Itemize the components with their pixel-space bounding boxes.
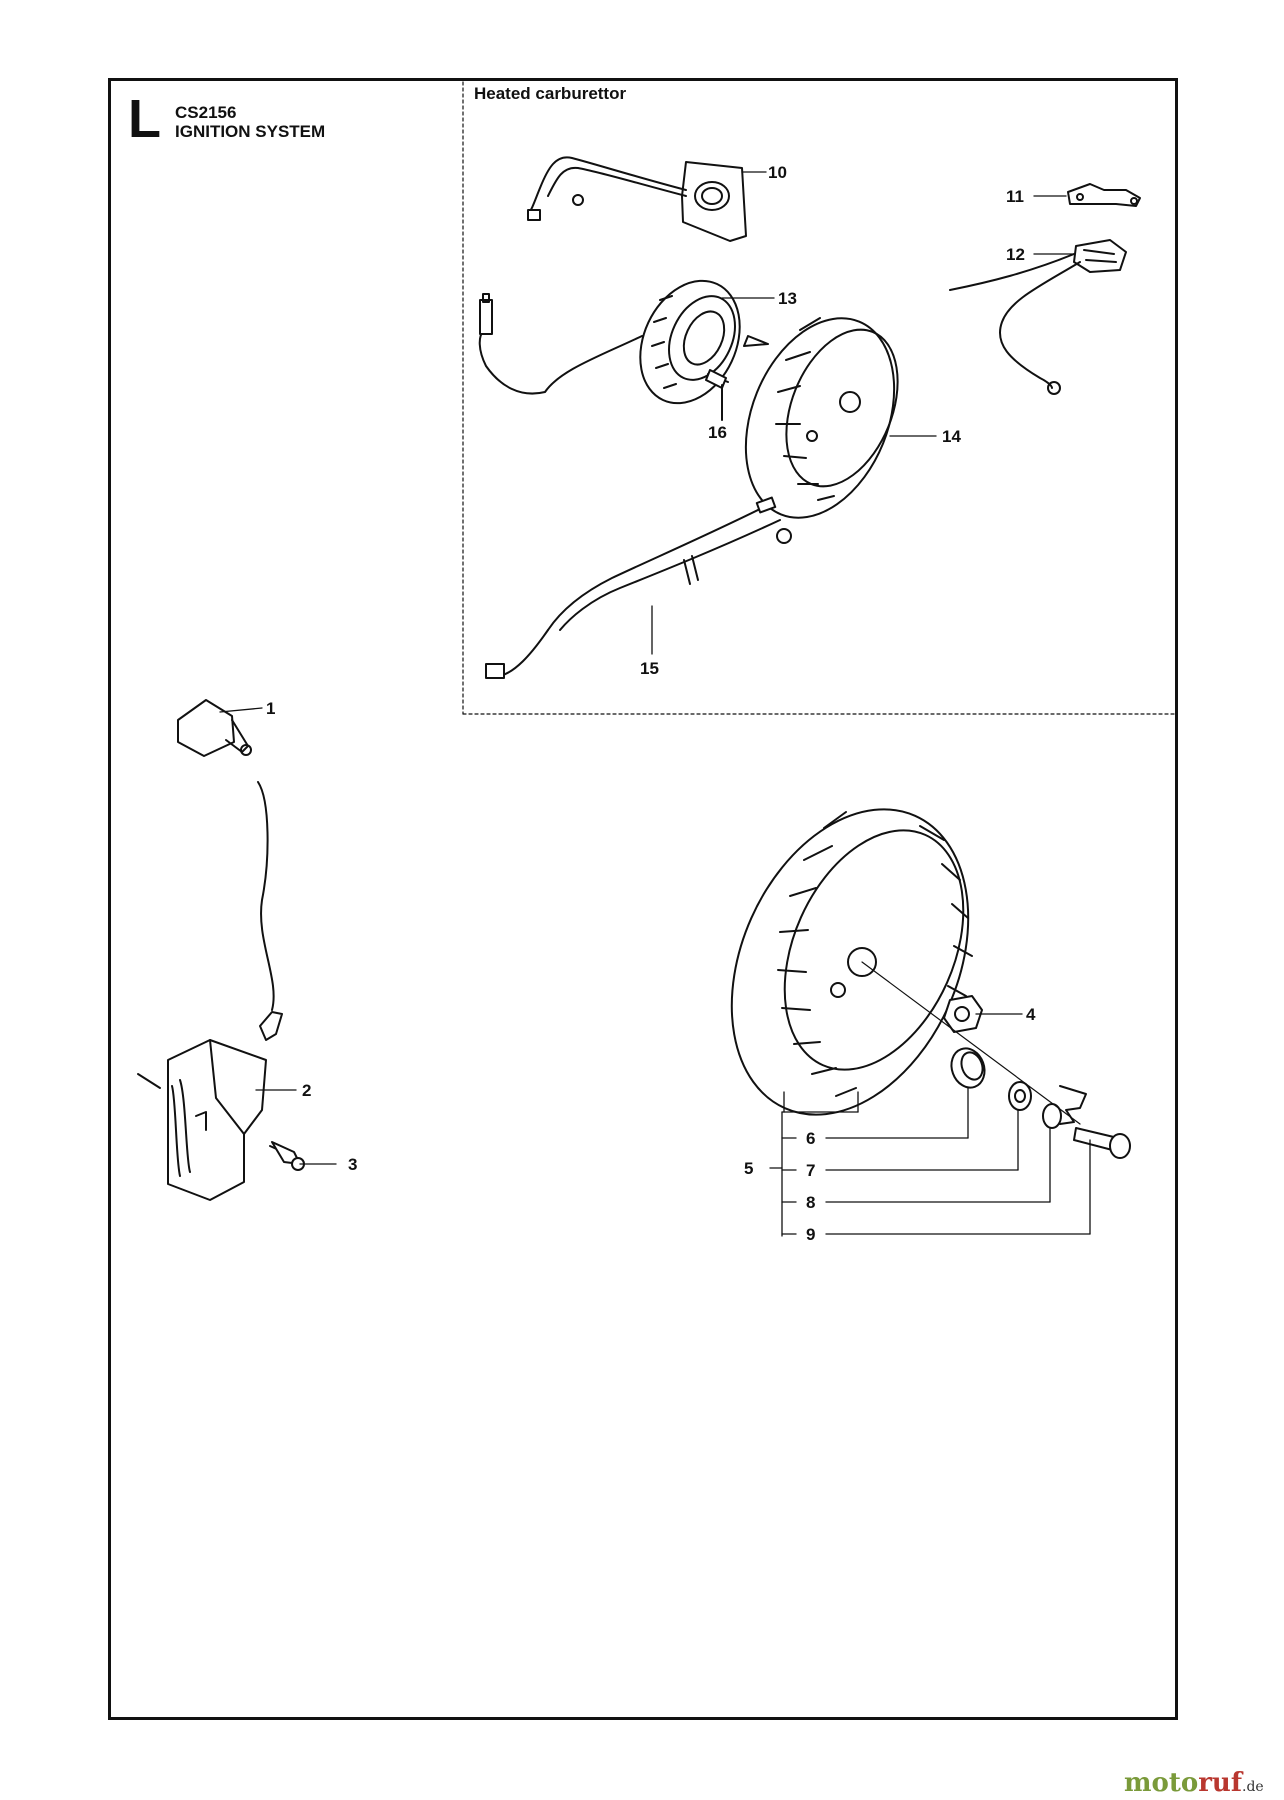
part-7-washer <box>1008 1081 1032 1111</box>
callout-1: 1 <box>266 699 276 718</box>
part-13-stator <box>478 279 769 405</box>
callout-9: 9 <box>806 1225 816 1244</box>
callout-3: 3 <box>348 1155 358 1174</box>
model-number: CS2156 <box>175 103 237 122</box>
diagram-frame <box>108 78 1178 1720</box>
callout-8: 8 <box>806 1193 816 1212</box>
part-15-cable <box>485 496 792 679</box>
leader-lines <box>219 171 1091 1237</box>
callout-10: 10 <box>768 163 787 182</box>
callout-7: 7 <box>806 1161 816 1180</box>
callout-15: 15 <box>640 659 659 678</box>
part-4-nut <box>943 995 983 1033</box>
callout-12: 12 <box>1006 245 1025 264</box>
part-10-heater-plate <box>527 156 747 242</box>
part-2-ignition-module <box>137 1011 283 1201</box>
part-12-switch <box>949 239 1127 395</box>
part-9-pin <box>1073 1127 1131 1159</box>
section-letter: L <box>128 89 161 149</box>
watermark-part1: moto <box>1124 1768 1199 1798</box>
part-14-flywheel-small <box>744 317 899 519</box>
page-title: IGNITION SYSTEM <box>175 122 326 141</box>
part-flywheel-large <box>730 808 973 1116</box>
watermark-logo: motoruf.de <box>1124 1768 1264 1798</box>
part-1-plug-cap <box>177 699 252 757</box>
callout-4: 4 <box>1026 1005 1036 1024</box>
callout-13: 13 <box>778 289 797 308</box>
part-6-pawl-ring <box>950 1047 986 1089</box>
ht-lead <box>257 781 275 1011</box>
callout-2: 2 <box>302 1081 312 1100</box>
callout-11: 11 <box>1006 187 1024 206</box>
assembly-axis <box>861 961 1081 1125</box>
part-11-bracket <box>1067 183 1141 207</box>
callout-6: 6 <box>806 1129 816 1148</box>
callout-5: 5 <box>744 1159 754 1178</box>
part-3-screw <box>269 1141 305 1171</box>
part-16-screw <box>705 369 729 421</box>
inset-border <box>462 81 1176 715</box>
callout-14: 14 <box>942 427 961 446</box>
callout-16: 16 <box>708 423 727 442</box>
inset-label: Heated carburettor <box>474 84 627 103</box>
watermark-part2: ruf <box>1198 1768 1243 1798</box>
part-8-spring-washer <box>1042 1085 1087 1129</box>
watermark-part3: .de <box>1242 1779 1264 1795</box>
